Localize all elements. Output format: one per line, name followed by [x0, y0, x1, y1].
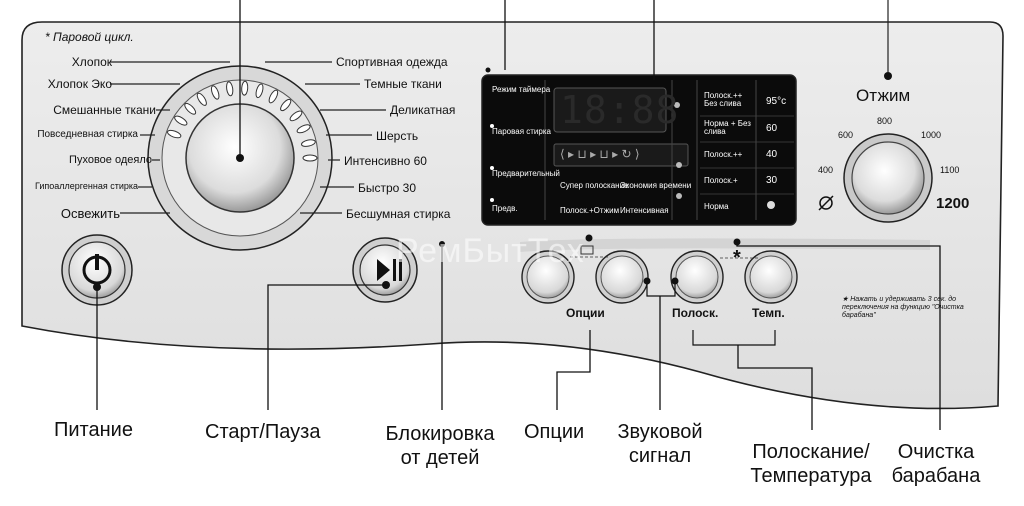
display-option-super-rinse: Супер полоскание	[560, 181, 629, 190]
drum-clean-note: ★ Нажать и удерживать 3 сек. до переключ…	[842, 296, 964, 319]
spin-1200[interactable]: 1200	[936, 195, 970, 212]
options-button-label: Опции	[566, 306, 605, 320]
rinse-button-label: Полоск.	[672, 306, 719, 320]
steam-cycle-header: * Паровой цикл.	[45, 30, 134, 44]
program-led	[226, 81, 234, 97]
program-mixed[interactable]: Смешанные ткани	[53, 103, 156, 117]
display-temp-60: 60	[766, 123, 778, 134]
program-cotton-eco[interactable]: Хлопок Эко	[47, 77, 112, 91]
program-led	[280, 98, 292, 112]
program-led	[301, 139, 316, 147]
spin-dial-knob	[851, 141, 925, 215]
callout-options: Опции	[524, 421, 585, 443]
callout-start-pause: Старт/Пауза	[205, 421, 321, 443]
display-option-rinse-spin: Полоск.+Отжим	[560, 206, 620, 215]
callout-rinse-temp: Полоскание/ Температура	[750, 441, 872, 487]
spin-400[interactable]: 400	[818, 165, 834, 175]
program-daily[interactable]: Повседневная стирка	[37, 129, 138, 140]
display-temp-95: 95°c	[766, 96, 787, 107]
program-led	[302, 154, 318, 162]
callout-leaders	[96, 0, 941, 430]
display-option-intensive: Интенсивная	[620, 206, 669, 215]
callout-sound: Звуковой сигнал	[617, 421, 703, 467]
program-duvet[interactable]: Пуховое одеяло	[69, 154, 152, 166]
program-label-leaders	[110, 61, 386, 214]
watermark: РемБытТех	[396, 232, 585, 270]
display-rinse-5: Норма	[704, 202, 729, 211]
temp-button-label: Темп.	[752, 306, 785, 320]
rinse-button[interactable]	[671, 251, 723, 303]
program-led-ring	[167, 80, 318, 162]
display-time-digits: 18:88	[560, 88, 680, 132]
callout-child-lock: Блокировка от детей	[385, 423, 495, 469]
program-led	[167, 129, 182, 139]
display-option-time-save: Экономия времени	[620, 181, 692, 190]
program-led	[296, 124, 311, 134]
callout-drum-clean: Очистка барабана	[891, 441, 981, 487]
display-mode-pre: Предв.	[492, 204, 518, 213]
display-mode-timer: Режим таймера	[492, 85, 551, 94]
display-temp-30: 30	[766, 175, 778, 186]
program-cotton[interactable]: Хлопок	[71, 55, 112, 69]
spin-title: Отжим	[856, 86, 911, 105]
spin-dial[interactable]	[852, 142, 924, 214]
program-silent[interactable]: Бесшумная стирка	[346, 207, 451, 221]
program-led	[210, 85, 220, 100]
program-refresh[interactable]: Освежить	[60, 206, 120, 221]
program-led	[174, 115, 188, 126]
display-rinse-3: Полоск.++	[704, 150, 743, 159]
spin-800[interactable]: 800	[877, 116, 893, 126]
program-intensive-60[interactable]: Интенсивно 60	[344, 154, 427, 168]
temp-button[interactable]	[745, 251, 797, 303]
power-button[interactable]	[62, 235, 132, 305]
program-led	[268, 89, 279, 104]
program-dark[interactable]: Темные ткани	[364, 77, 442, 91]
program-allergy[interactable]: Гипоаллергенная стирка	[35, 181, 138, 191]
display-rinse-4: Полоск.+	[704, 176, 738, 185]
option-buttons	[521, 250, 798, 304]
program-wool[interactable]: Шерсть	[376, 129, 419, 143]
spin-1100[interactable]: 1100	[940, 165, 960, 175]
display-mode-steam: Паровая стирка	[492, 127, 551, 136]
program-delicate[interactable]: Деликатная	[390, 103, 456, 117]
spin-600[interactable]: 600	[838, 130, 854, 140]
callout-power: Питание	[54, 419, 133, 441]
program-sport[interactable]: Спортивная одежда	[336, 55, 448, 69]
program-led	[196, 92, 207, 106]
options-button[interactable]	[596, 251, 648, 303]
display-rinse-1: Полоск.++ Без слива	[704, 91, 743, 108]
display-rinse-2: Норма + Без слива	[704, 119, 751, 136]
display-phase-icons: ⟨ ▸ ⊔ ▸ ⊔ ▸ ↻ ⟩	[560, 147, 640, 161]
program-led	[255, 83, 264, 99]
program-dial[interactable]	[186, 104, 294, 212]
spin-1000[interactable]: 1000	[921, 130, 942, 140]
start-pause-button[interactable]	[353, 238, 417, 302]
program-quick-30[interactable]: Быстро 30	[358, 181, 417, 195]
program-led	[289, 110, 303, 122]
child-lock-button[interactable]	[522, 251, 574, 303]
program-led	[241, 80, 249, 96]
program-led	[184, 102, 197, 115]
display-mode-prewash: Предвари­тельный	[492, 169, 560, 178]
display-temp-40: 40	[766, 149, 778, 160]
